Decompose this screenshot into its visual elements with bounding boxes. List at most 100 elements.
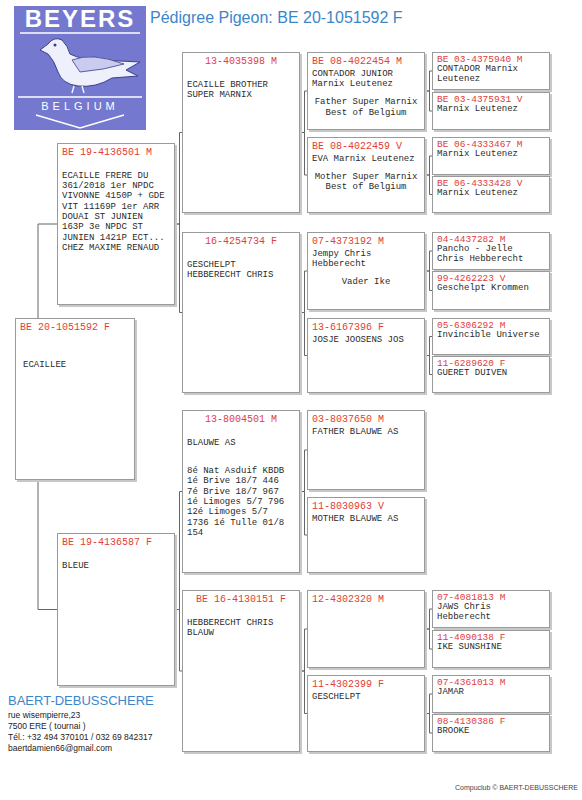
lineage-connector (425, 251, 432, 271)
grandparent-box: 13-8004501 M BLAUWE AS 8é Nat Asduif KBDB … (182, 410, 300, 573)
lineage-connector (425, 271, 432, 291)
ring-number: 13-6167396 F (312, 322, 420, 334)
lineage-connector (38, 224, 57, 318)
ring-number: BE 06-4333467 M (437, 140, 545, 150)
ring-number: 07-4081813 M (437, 593, 545, 603)
lineage-connector (175, 133, 182, 225)
lineage-connector (425, 71, 432, 91)
grandparent-box: 16-4254734 FGESCHELPT HEBBERECHT CHRIS (182, 232, 300, 393)
lineage-connector (300, 629, 307, 671)
lineage-connector (300, 91, 307, 133)
lineage-connector (425, 91, 432, 111)
pigeon-note: CONTADOR Marnix Leutenez (437, 65, 545, 85)
lineage-connector (175, 610, 182, 672)
ring-number: 11-4302399 F (312, 679, 420, 691)
ring-number: 07-4361013 M (437, 678, 545, 688)
grandparent-box: 13-4035398 M ECAILLE BROTHER SUPER MARNIX (182, 52, 300, 213)
pigeon-note: EVA Marnix Leutenez (312, 154, 420, 164)
pigeon-legs (72, 86, 84, 93)
great-grandparent-box: BE 08-4022454 MCONTADOR JUNIOR Marnix Le… (307, 52, 425, 130)
ancestor-box: 07-4361013 MJAMAR (432, 675, 550, 713)
lineage-connector (425, 175, 432, 195)
lineage-connector (175, 492, 182, 610)
pigeon-note: MOTHER BLAUWE AS (312, 514, 420, 524)
pigeon-note: IKE SUNSHINE (437, 643, 545, 653)
logo-text: BEYERS (25, 7, 136, 31)
parent-box: BE 19-4136501 M ECAILLE FRERE DU 361/2018… (57, 143, 175, 305)
lineage-connector (425, 356, 432, 375)
ring-number: BE 19-4136587 F (62, 537, 170, 549)
ring-number: 12-4302320 M (312, 594, 420, 606)
lineage-connector (175, 224, 182, 313)
ring-number: 08-4130386 F (437, 717, 545, 727)
lineage-connector (425, 694, 432, 714)
pigeon-note: BROOKE (437, 727, 545, 737)
pigeon-note: JOSJE JOOSENS JOS (312, 335, 420, 345)
lineage-connector (300, 313, 307, 356)
lineage-connector (38, 480, 57, 610)
ring-number: 07-4373192 M (312, 236, 420, 248)
ring-number: 11-4090138 F (437, 633, 545, 643)
pigeon-wing (72, 57, 124, 72)
pigeon-note: GUERET DUIVEN (437, 369, 545, 379)
pigeon-note: BLEUE (62, 561, 170, 571)
pigeon-note: FATHER BLAUWE AS (312, 427, 420, 437)
lineage-connector (425, 629, 432, 649)
lineage-connector (300, 450, 307, 492)
lineage-connector (425, 714, 432, 734)
pigeon-eye (54, 44, 57, 47)
grandparent-box: BE 16-4130151 FHEBBERECHT CHRIS BLAUW (182, 590, 300, 752)
pigeon-note: JAMAR (437, 688, 545, 698)
great-grandparent-box: BE 08-4022459 VEVA Marnix LeutenezMother… (307, 137, 425, 213)
ring-number: 11-6289620 F (437, 359, 545, 369)
pigeon-note: ECAILLE BROTHER SUPER MARNIX (187, 80, 295, 101)
pigeon-note: Father Super Marnix Best of Belgium (312, 97, 420, 118)
lineage-connector (425, 337, 432, 356)
ancestor-box: BE 03-4375931 VMarnix Leutenez (432, 92, 550, 130)
pigeon-note: Marnix Leutenez (437, 150, 545, 160)
address-line: 7500 ERE ( tournai ) (8, 721, 85, 731)
logo-triangle (36, 115, 124, 128)
ring-number: BE 16-4130151 F (187, 594, 295, 606)
ring-number: 16-4254734 F (187, 236, 295, 248)
great-grandparent-box: 03-8037650 MFATHER BLAUWE AS (307, 410, 425, 490)
logo-panel: BEYERS BELGIUM (14, 6, 146, 130)
pigeon-note: Vader Ike (312, 277, 420, 287)
ring-number: 13-8004501 M (187, 414, 295, 426)
lineage-connector (425, 609, 432, 629)
pigeon-note: JAWS Chris Hebberecht (437, 603, 545, 623)
pigeon-note: GESCHELPT (312, 692, 420, 702)
ring-number: BE 08-4022454 M (312, 56, 420, 68)
pigeon-note: Jempy Chris Hebberecht (312, 249, 420, 270)
pigeon-note: 8é Nat Asduif KBDB 1é Brive 18/7 446 7é … (187, 466, 295, 538)
ancestor-box: BE 03-4375940 MCONTADOR Marnix Leutenez (432, 52, 550, 90)
ancestor-box: 05-6306292 MInvincible Universe (432, 318, 550, 355)
pigeon (40, 39, 140, 87)
lineage-connector (300, 492, 307, 536)
pigeon-note: BLAUWE AS (187, 438, 295, 448)
logo-rule (20, 32, 140, 34)
ring-number: 04-4437282 M (437, 235, 545, 245)
pigeon-note: Marnix Leutenez (437, 105, 545, 115)
ring-number: BE 06-4333428 V (437, 179, 545, 189)
pigeon-note: ECAILLE FRERE DU 361/2018 1er NPDC VIVON… (62, 171, 170, 254)
phone-line: Tél.: +32 494 370101 / 032 69 842317 (8, 732, 152, 742)
ring-number: 99-4262223 V (437, 274, 545, 284)
software-credit: Compuclub © BAERT-DEBUSSCHERE (455, 784, 578, 791)
logo-text: BELGIUM (41, 101, 119, 112)
pigeon-note: CONTADOR JUNIOR Marnix Leutenez (312, 69, 420, 90)
great-grandparent-box: 11-8030963 VMOTHER BLAUWE AS (307, 497, 425, 573)
ring-number: 13-4035398 M (187, 56, 295, 68)
logo-rule (18, 96, 142, 98)
ring-number: BE 19-4136501 M (62, 147, 170, 159)
subject-box: BE 20-1051592 FECAILLEE (15, 318, 135, 480)
ring-number: BE 08-4022459 V (312, 141, 420, 153)
ancestor-box: 99-4262223 VGeschelpt Krommen (432, 271, 550, 310)
page-title: Pédigree Pigeon: BE 20-1051592 F (150, 9, 403, 27)
email-line: baertdamien66@gmail.com (8, 743, 112, 753)
pigeon-note: ECAILLEE (23, 360, 130, 370)
great-grandparent-box: 12-4302320 M (307, 590, 425, 668)
ring-number: BE 03-4375931 V (437, 95, 545, 105)
great-grandparent-box: 13-6167396 FJOSJE JOOSENS JOS (307, 318, 425, 393)
